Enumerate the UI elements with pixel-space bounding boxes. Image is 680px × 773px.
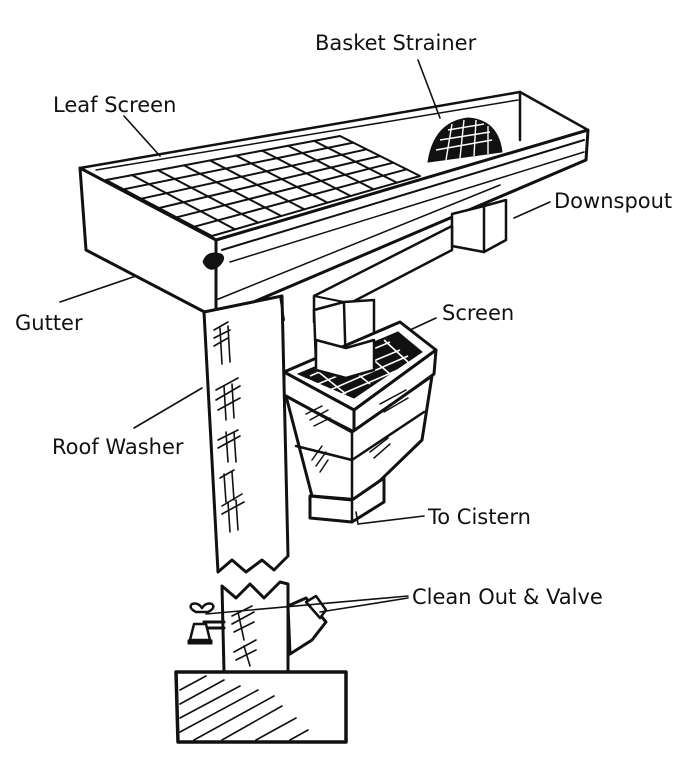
leaf-screen-wire	[122, 141, 355, 191]
label-basket-strainer: Basket Strainer	[315, 31, 477, 119]
label-to-cistern: To Cistern	[355, 505, 531, 529]
leaf-screen-wire	[140, 148, 368, 200]
label-screen: Screen	[409, 301, 514, 331]
label-text-gutter: Gutter	[15, 311, 83, 335]
label-downspout: Downspout	[513, 189, 672, 219]
label-leaf-screen: Leaf Screen	[53, 93, 176, 157]
label-text-downspout: Downspout	[554, 189, 672, 213]
gutter	[78, 90, 590, 320]
leaf-screen-wire	[175, 161, 395, 219]
spigot-valve	[187, 602, 226, 645]
leaf-screen	[105, 135, 421, 237]
roof-washer	[202, 294, 290, 574]
first-flush-box	[282, 320, 438, 524]
label-text-screen: Screen	[442, 301, 514, 325]
leaf-screen-wire	[158, 155, 381, 209]
label-roof-washer: Roof Washer	[52, 387, 203, 459]
label-text-basket-strainer: Basket Strainer	[315, 31, 477, 55]
label-gutter: Gutter	[15, 275, 137, 335]
leaf-screen-wire	[193, 168, 408, 228]
label-text-leaf-screen: Leaf Screen	[53, 93, 176, 117]
label-clean-out-valve: Clean Out & Valve	[205, 585, 603, 615]
label-text-to-cistern: To Cistern	[427, 505, 531, 529]
label-text-clean-out-valve: Clean Out & Valve	[412, 585, 603, 609]
basket-strainer	[427, 117, 503, 163]
label-text-roof-washer: Roof Washer	[52, 435, 184, 459]
clean-out-valve	[174, 580, 348, 744]
